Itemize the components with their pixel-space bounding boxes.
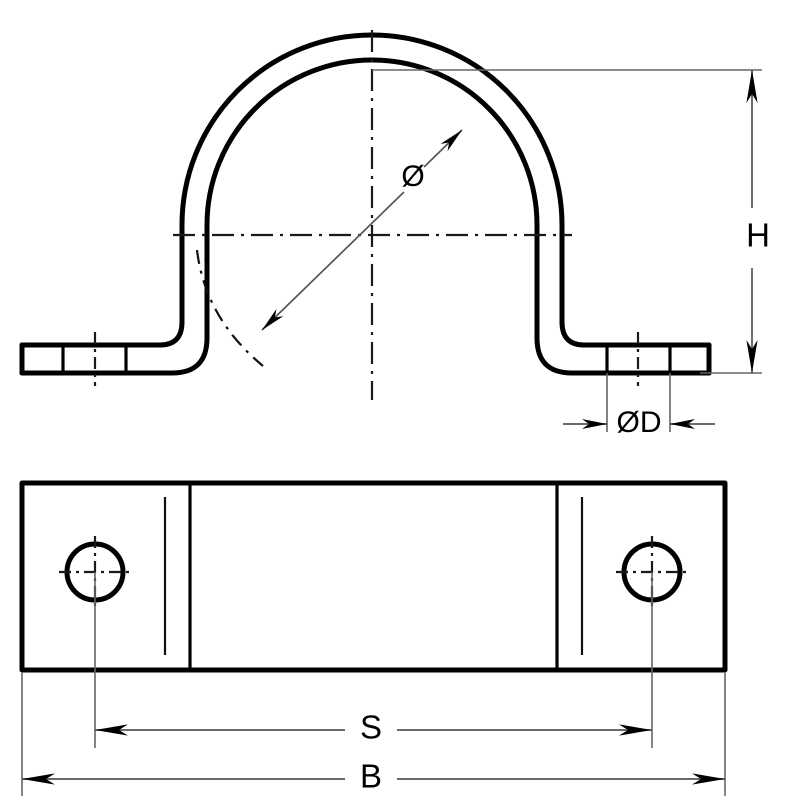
clamp-outer-profile: [19, 32, 712, 376]
plan-view: S B: [19, 480, 728, 796]
left-foot-hole-edges: [61, 332, 128, 386]
bore-leader-lower-half: [261, 191, 405, 331]
front-elevation-view: Ø H ØD: [19, 30, 770, 439]
right-foot-hole-edges: [605, 332, 672, 386]
overall-length-dimension: B: [22, 758, 725, 795]
height-dimension: H: [372, 69, 770, 374]
overall-length-label: B: [360, 758, 382, 795]
clamp-inner-contour: [19, 57, 712, 376]
bore-leader-upper-half: [423, 129, 463, 168]
radius-witness-arc: [195, 249, 264, 367]
height-dimension-label: H: [746, 217, 770, 254]
strap-outline: [19, 480, 728, 673]
clamp-outer-contour: [19, 32, 712, 348]
hole-diameter-label: ØD: [617, 406, 662, 439]
hole-spacing-dimension: S: [95, 709, 652, 746]
bore-diameter-leader: Ø: [261, 129, 463, 331]
bore-diameter-label: Ø: [401, 160, 424, 193]
hole-diameter-dimension: ØD: [563, 373, 715, 439]
hole-spacing-label: S: [360, 709, 382, 746]
